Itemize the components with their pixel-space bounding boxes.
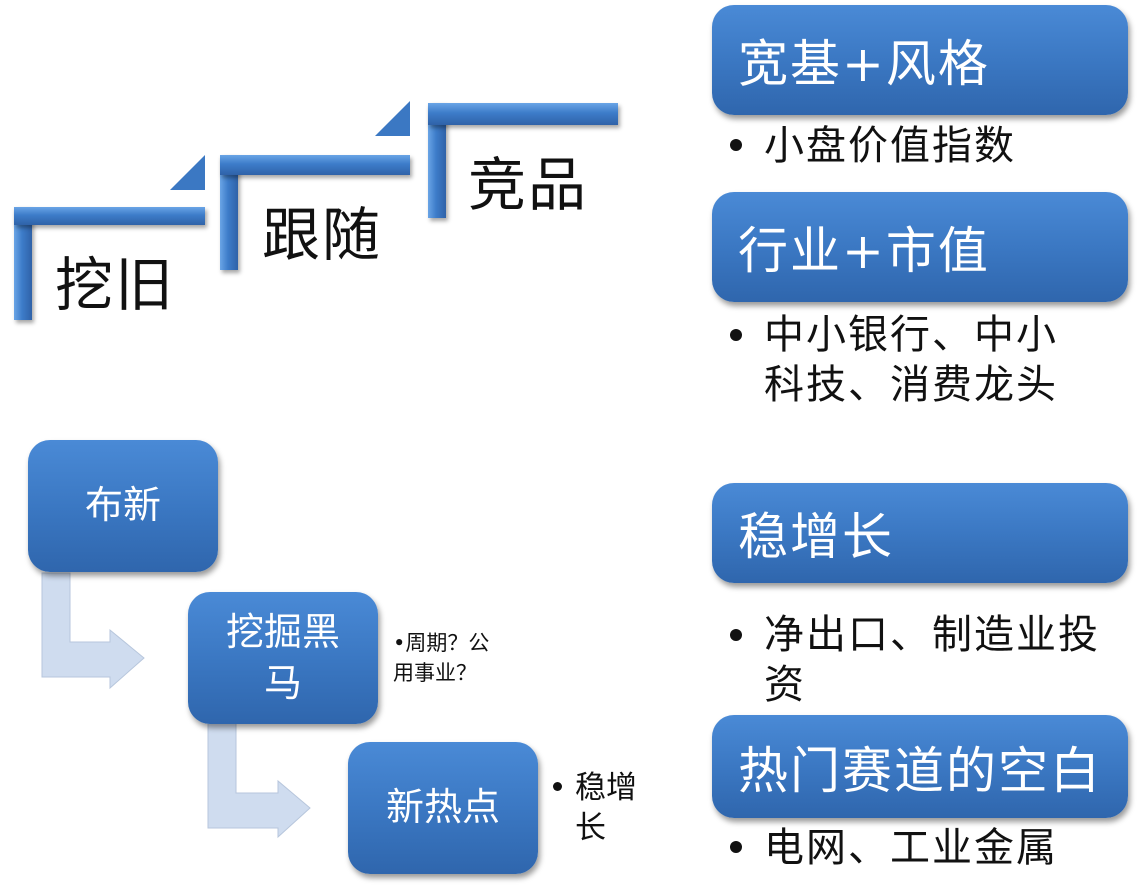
step-1-triangle bbox=[170, 155, 205, 190]
step-2-triangle bbox=[375, 101, 410, 136]
category-bullet-4: 电网、工业金属 bbox=[730, 823, 1058, 873]
flow-arrows bbox=[41, 572, 311, 839]
step-label-3: 竞品 bbox=[468, 151, 589, 219]
bullet-dot bbox=[730, 841, 742, 853]
category-bullet-1: 小盘价值指数 bbox=[730, 121, 1016, 171]
flow-note-2-text: 稳增 长 bbox=[575, 770, 637, 846]
category-bullet-3: 净出口、制造业投 资 bbox=[730, 610, 1100, 710]
flow-note-1: •周期？公 用事业？ bbox=[393, 631, 490, 685]
step-label-2: 跟随 bbox=[262, 201, 383, 269]
bullet-text: 小盘价值指数 bbox=[764, 123, 1016, 169]
bent-arrow-1 bbox=[41, 572, 145, 690]
bullet-dot bbox=[730, 139, 742, 151]
category-title-1: 宽基+风格 bbox=[712, 5, 1128, 115]
step-3-ledge bbox=[428, 103, 618, 125]
flow-box-3: 新热点 bbox=[348, 742, 538, 874]
bullet-text: 净出口、制造业投 资 bbox=[764, 612, 1100, 708]
bullet-text: 中小银行、中小 科技、消费龙头 bbox=[764, 312, 1058, 408]
bullet-dot bbox=[730, 329, 742, 341]
bullet-dot bbox=[553, 782, 562, 791]
step-label-1: 挖旧 bbox=[55, 251, 176, 319]
flow-note-2: 稳增 长 bbox=[553, 768, 645, 848]
bent-arrow-2 bbox=[207, 721, 311, 839]
flow-box-2: 挖掘黑马 bbox=[188, 592, 378, 724]
step-2-ledge bbox=[220, 155, 410, 175]
step-1-post bbox=[14, 207, 32, 320]
step-2-post bbox=[220, 155, 238, 270]
category-bullet-2: 中小银行、中小 科技、消费龙头 bbox=[730, 310, 1058, 410]
flow-box-1: 布新 bbox=[28, 440, 218, 572]
step-1-ledge bbox=[14, 207, 205, 225]
category-title-4: 热门赛道的空白 bbox=[712, 715, 1128, 818]
category-title-3: 稳增长 bbox=[712, 483, 1128, 583]
bullet-text: 电网、工业金属 bbox=[764, 825, 1058, 871]
bullet-dot bbox=[730, 629, 742, 641]
step-3-post bbox=[428, 103, 446, 218]
category-title-2: 行业+市值 bbox=[712, 192, 1128, 302]
